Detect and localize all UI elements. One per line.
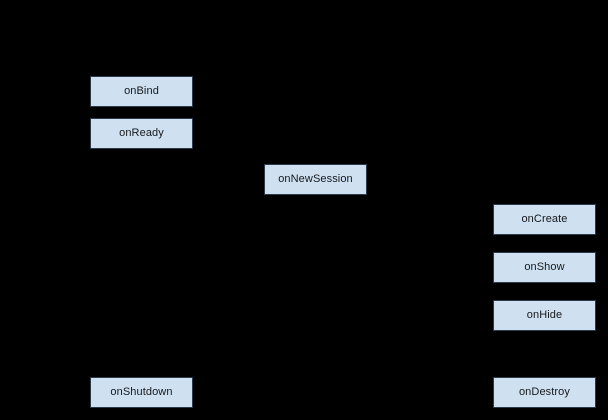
node-on-bind[interactable]: onBind <box>90 76 193 107</box>
node-on-create[interactable]: onCreate <box>493 204 596 235</box>
node-label-on-destroy: onDestroy <box>518 386 571 398</box>
node-label-on-hide: onHide <box>526 309 563 321</box>
node-label-on-ready: onReady <box>119 127 164 139</box>
node-label-on-bind: onBind <box>124 85 159 97</box>
node-label-on-show: onShow <box>524 261 565 273</box>
node-label-on-shutdown: onShutdown <box>110 386 173 398</box>
node-on-ready[interactable]: onReady <box>90 118 193 149</box>
node-on-shutdown[interactable]: onShutdown <box>90 377 193 408</box>
node-on-new-session[interactable]: onNewSession <box>264 164 367 195</box>
node-on-show[interactable]: onShow <box>493 252 596 283</box>
node-on-destroy[interactable]: onDestroy <box>493 377 596 408</box>
node-label-on-new-session: onNewSession <box>278 173 353 185</box>
node-label-on-create: onCreate <box>521 213 568 225</box>
node-on-hide[interactable]: onHide <box>493 300 596 331</box>
